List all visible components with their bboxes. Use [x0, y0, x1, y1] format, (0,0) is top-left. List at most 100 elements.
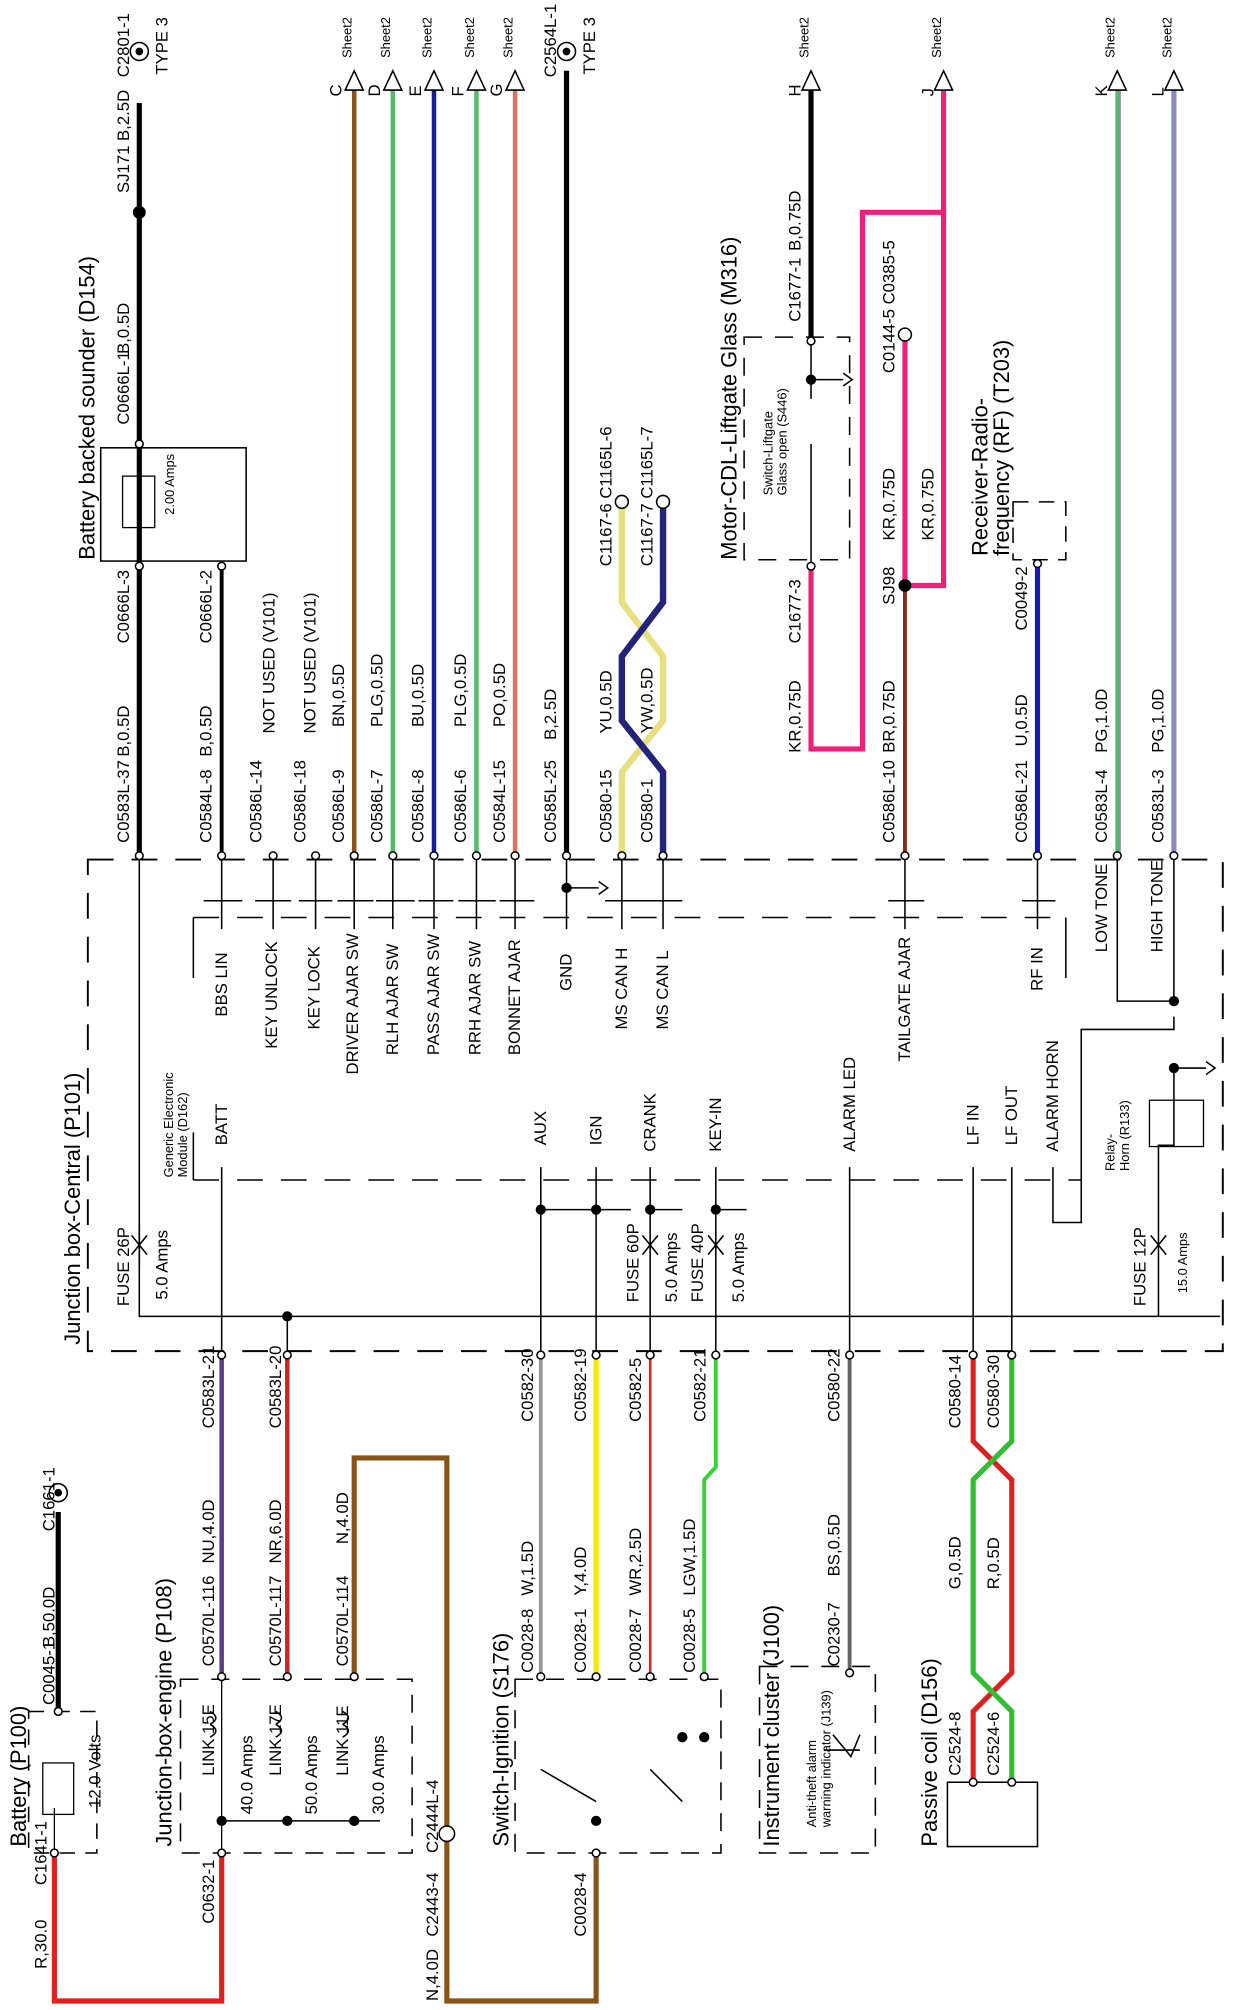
label-c2444: C2444L-4 [423, 1780, 442, 1853]
label-b05-8: B,0.5D [196, 706, 215, 757]
letter-c: C [326, 84, 345, 96]
sheet2-g: Sheet2 [500, 17, 515, 58]
link-17e-symbol [275, 1710, 283, 1738]
sheet-arrow-g[interactable] [504, 68, 526, 91]
label-nr6: NR,6.0D [266, 1499, 285, 1563]
label-b05-37: B,0.5D [114, 706, 133, 757]
wire-lgw15 [702, 1357, 718, 1680]
label-link11e-amps: 30.0 Amps [369, 1735, 388, 1814]
label-c0586-10: C0586L-10 [880, 760, 899, 843]
jbc-outline [86, 858, 1224, 1353]
label-bs05: BS,0.5D [824, 1514, 843, 1576]
label-po05: PO,0.5D [490, 663, 509, 727]
label-c1641: C1641-1 [32, 1821, 51, 1885]
label-c0585-25: C0585L-25 [541, 760, 560, 843]
label-c0045: C0045-1 [39, 1641, 58, 1705]
label-c1661: C1661-1 [39, 1467, 58, 1531]
cluster-outline [758, 1665, 877, 1854]
sheet-arrow-l[interactable] [1163, 68, 1185, 91]
pin-crank: CRANK [640, 1093, 659, 1152]
label-can-a: C1167-6 C1165L-6 [597, 426, 616, 566]
relay-horn [1148, 1099, 1205, 1148]
label-link17e-amps: 50.0 Amps [302, 1735, 321, 1814]
label-c0583-37: C0583L-37 [114, 760, 133, 843]
label-r30: R,30.0 [32, 1920, 51, 1969]
fuse40-amps: 5.0 Amps [729, 1233, 748, 1303]
liftgate-title: Motor-CDL-Liftgate Glass (M316) [716, 237, 741, 560]
sheet2-e: Sheet2 [419, 17, 434, 58]
liftgate-switch-1: Switch-Liftgate [760, 411, 775, 495]
fuse12-amps: 15.0 Amps [1175, 1232, 1190, 1293]
label-c0580-30: C0580-30 [984, 1355, 1003, 1428]
label-notused-2: NOT USED (V101) [301, 593, 320, 734]
label-c0144: C0144-5 C0385-5 [880, 240, 899, 373]
rf-title-2: frequency (RF) (T203) [989, 340, 1014, 556]
sheet-arrow-d[interactable] [382, 68, 404, 91]
label-nu4: NU,4.0D [199, 1499, 218, 1563]
sheet2-k: Sheet2 [1103, 17, 1118, 58]
pin-alarm-led: ALARM LED [840, 1057, 859, 1152]
sheet-arrow-f[interactable] [466, 68, 487, 91]
label-c0580-22: C0580-22 [824, 1348, 843, 1421]
rf-outline [1012, 501, 1067, 561]
sheet-arrow-e[interactable] [423, 68, 445, 91]
label-c0570-116: C0570L-116 [199, 1576, 218, 1667]
label-c0632: C0632-1 [199, 1860, 218, 1924]
label-sj98: SJ98 [880, 567, 899, 605]
jbc-title: Junction box-Central (P101) [60, 1073, 85, 1345]
link-11e-symbol [342, 1710, 350, 1738]
label-sj171: SJ171 B,2.5D [114, 90, 133, 193]
label-yw05: YW,0.5D [638, 667, 657, 733]
label-c0666-2: C0666L-2 [196, 570, 215, 643]
label-b05-top: B,0.5D [114, 303, 133, 354]
label-c0028-5: C0028-5 [680, 1609, 699, 1673]
sheet-arrow-k[interactable] [1107, 68, 1128, 91]
sheet2-d: Sheet2 [378, 17, 393, 58]
label-g05: G,0.5D [945, 1536, 964, 1589]
label-plg05-d: PLG,0.5D [368, 654, 387, 727]
liftgate-switch-2: Glass open (S446) [775, 388, 790, 495]
pin-hightone: HIGH TONE [1147, 860, 1166, 952]
wire-r30 [51, 1853, 225, 2004]
pin-lowtone: LOW TONE [1092, 864, 1111, 953]
passive-coil-box [946, 1781, 1039, 1848]
letter-k: K [1092, 85, 1111, 96]
label-c2524-8: C2524-8 [945, 1712, 964, 1776]
label-lgw15: LGW,1.5D [680, 1519, 699, 1596]
battery-title: Battery (P100) [6, 1706, 31, 1847]
label-yu05: YU,0.5D [597, 670, 616, 733]
fuse60-name: FUSE 60P [624, 1223, 643, 1302]
label-c0570-114: C0570L-114 [333, 1576, 352, 1667]
label-r05: R,0.5D [984, 1537, 1003, 1589]
pin-lfout: LF OUT [1002, 1086, 1021, 1145]
pin-rrh: RRH AJAR SW [465, 941, 484, 1055]
label-c2801: C2801-1 [114, 13, 133, 77]
cluster-indicator-1: Anti-theft alarm [804, 1740, 819, 1827]
sheet-arrow-c[interactable] [343, 68, 365, 91]
sheet2-f: Sheet2 [462, 17, 477, 58]
jbe-outline [179, 1678, 413, 1854]
pin-driver: DRIVER AJAR SW [343, 933, 362, 1074]
sheet-arrow-j[interactable] [933, 68, 954, 91]
label-c0230-7: C0230-7 [824, 1602, 843, 1666]
label-link15e: LINK 15E [199, 1704, 218, 1776]
label-link11e: LINK 11E [333, 1705, 352, 1775]
label-c0028-7: C0028-7 [626, 1609, 645, 1673]
sheet2-j: Sheet2 [929, 17, 944, 58]
label-c0028-4: C0028-4 [571, 1873, 590, 1937]
fuse60-amps: 5.0 Amps [662, 1233, 681, 1303]
label-c0570-117: C0570L-117 [266, 1576, 285, 1667]
pin-pass: PASS AJAR SW [424, 934, 443, 1056]
pin-keylock: KEY LOCK [304, 946, 323, 1029]
fuse12-name: FUSE 12P [1131, 1227, 1150, 1306]
sheet-arrow-h[interactable] [800, 68, 822, 91]
letter-g: G [487, 83, 506, 96]
label-link17e: LINK 17E [266, 1704, 285, 1776]
pin-batt: BATT [212, 1104, 231, 1146]
pin-lfin: LF IN [963, 1104, 982, 1145]
letter-l: L [1149, 87, 1168, 96]
label-c0582-30: C0582-30 [518, 1348, 537, 1421]
sheet2-l: Sheet2 [1159, 17, 1174, 58]
wire-g05 [970, 1357, 1015, 1783]
